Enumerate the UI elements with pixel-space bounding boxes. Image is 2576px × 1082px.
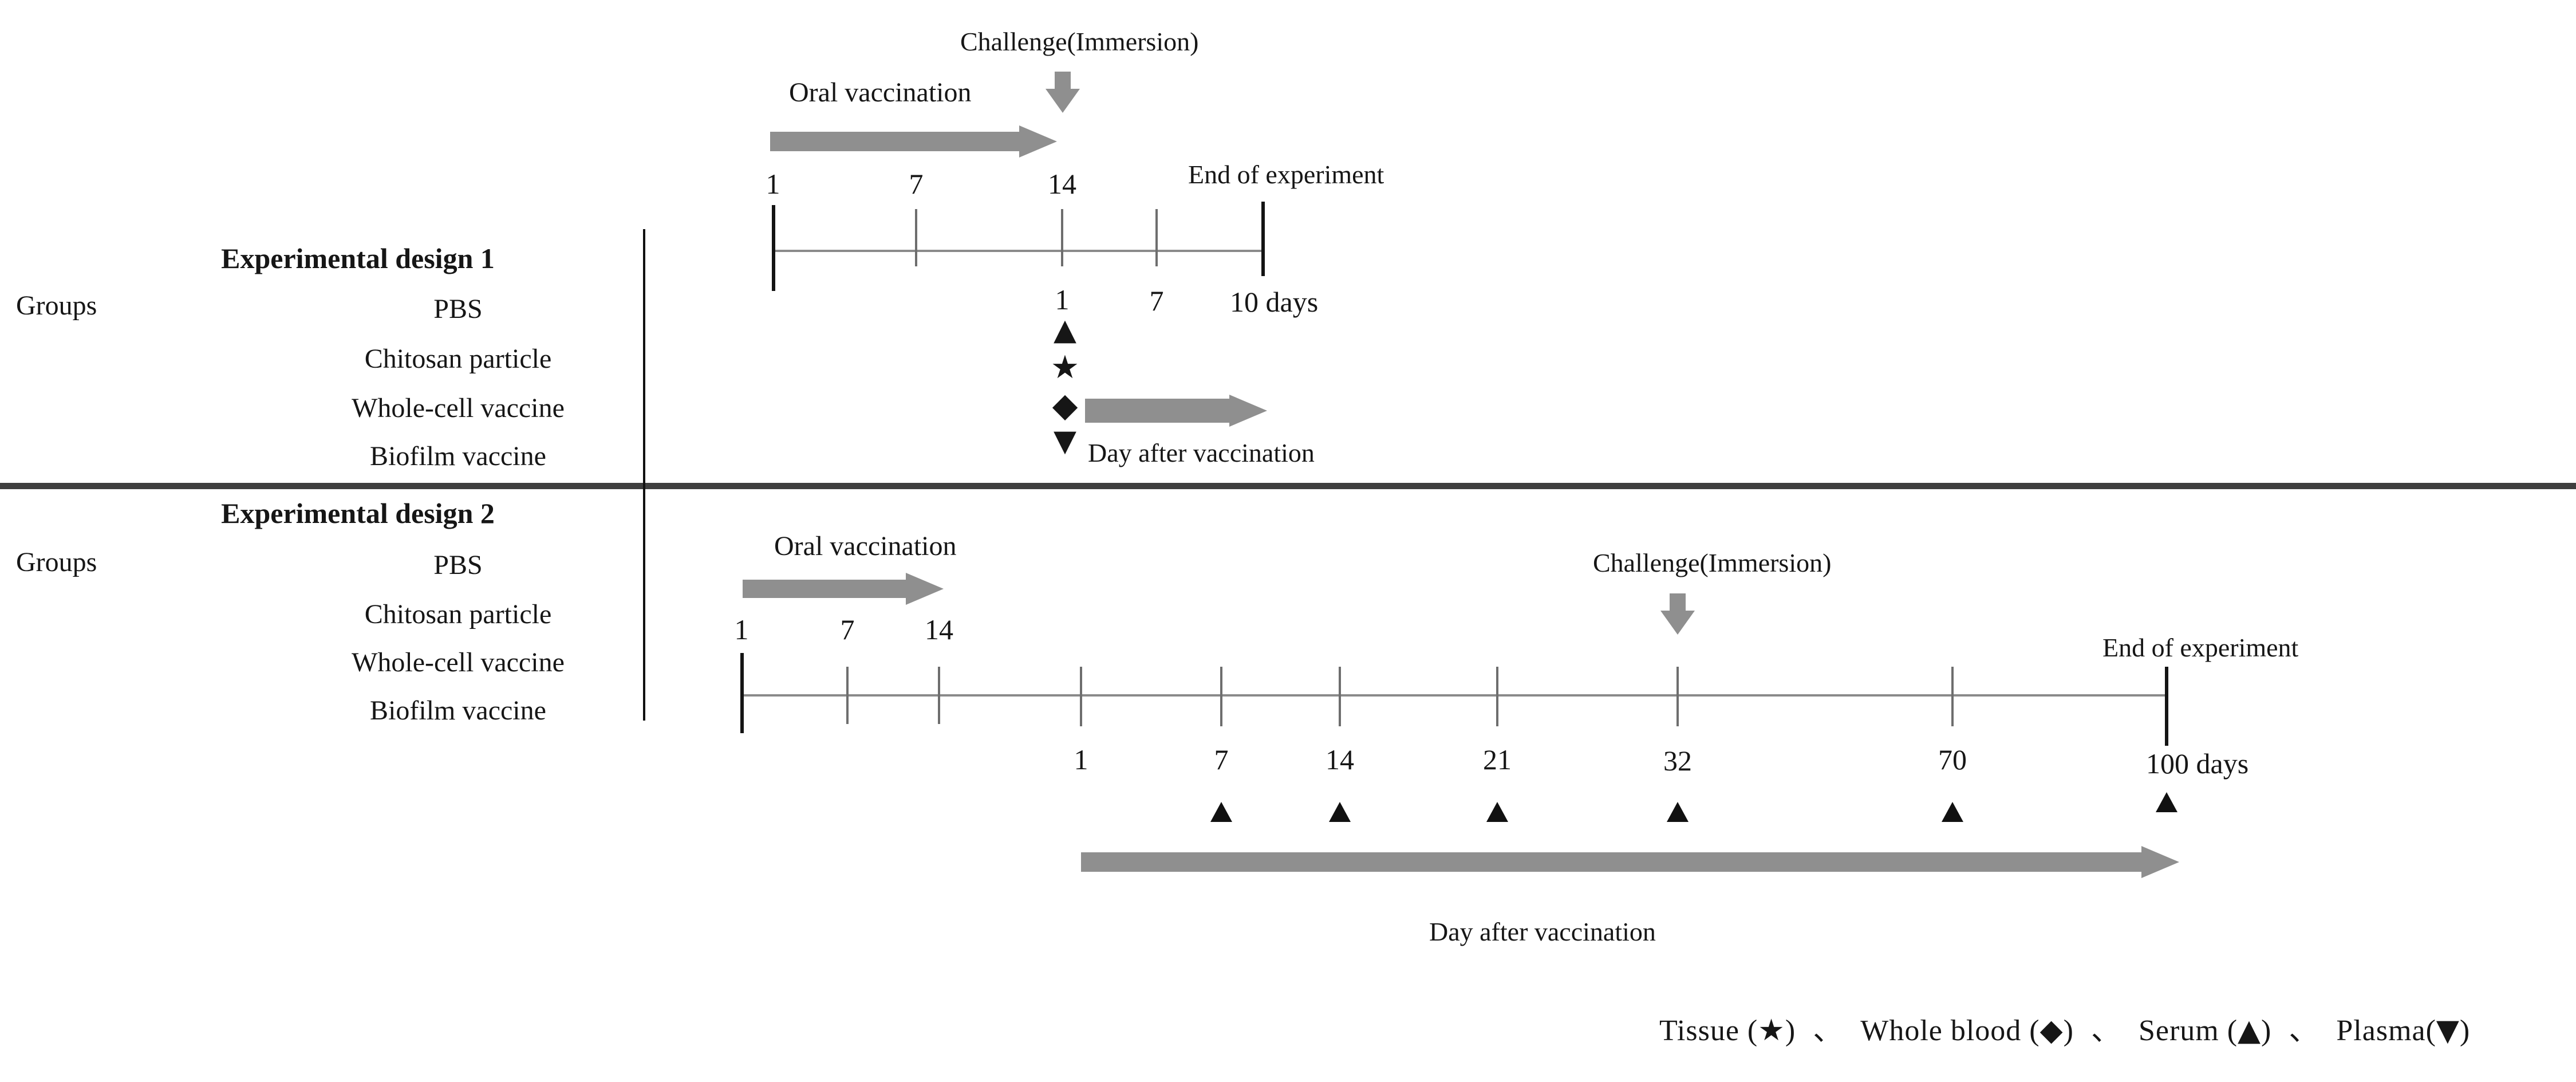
design1-post-end-label: 10 days <box>1230 286 1319 318</box>
design1-oral-vaccination-label: Oral vaccination <box>789 77 972 108</box>
legend-separator-2: 、 <box>2090 1014 2121 1047</box>
horizontal-divider-line <box>0 483 2576 489</box>
design2-tick-post32 <box>1676 667 1679 726</box>
design2-day-after-arrow <box>1081 852 2141 872</box>
legend-tissue-close: ) <box>1785 1014 1796 1047</box>
design1-group-pbs: PBS <box>433 294 483 324</box>
design2-end-of-experiment-label: End of experiment <box>2102 633 2299 662</box>
design2-vaccination-day-14: 14 <box>925 613 953 646</box>
design1-timeline-axis <box>773 250 1264 252</box>
design1-vaccination-day-14: 14 <box>1048 168 1076 200</box>
design1-plasma-downtriangle-icon: ▼ <box>1054 424 1076 458</box>
design1-group-biofilm: Biofilm vaccine <box>370 441 546 471</box>
design1-start-tick <box>772 205 775 291</box>
design1-challenge-arrowhead-icon <box>1046 89 1080 113</box>
design2-end-tick <box>2165 667 2168 746</box>
design2-day-after-label: Day after vaccination <box>1429 917 1656 946</box>
design2-tick-vacc14 <box>938 667 940 724</box>
design2-groups-label: Groups <box>16 547 97 577</box>
serum-triangle-marker-day100 <box>2156 792 2177 812</box>
legend-wholeblood-close: ) <box>2063 1014 2074 1047</box>
design2-group-wholecell: Whole-cell vaccine <box>352 647 565 678</box>
serum-triangle-marker-day7 <box>1210 802 1232 822</box>
legend-serum-close: ) <box>2261 1014 2272 1047</box>
design2-challenge-label: Challenge(Immersion) <box>1593 548 1832 577</box>
design1-serum-triangle-icon: ▲ <box>1054 313 1076 347</box>
design2-tick-vacc7 <box>846 667 849 724</box>
design2-group-chitosan: Chitosan particle <box>364 599 552 629</box>
design2-tick-post7 <box>1220 667 1222 726</box>
design2-sampling-day-14: 14 <box>1326 743 1354 776</box>
design2-vaccination-day-7: 7 <box>840 613 855 646</box>
design1-tick-day14 <box>1061 209 1063 266</box>
legend-separator-3: 、 <box>2289 1014 2319 1047</box>
plasma-downtriangle-icon: ▼ <box>2436 1013 2460 1048</box>
legend-plasma-label: Plasma( <box>2336 1014 2436 1047</box>
design2-title: Experimental design 2 <box>221 497 495 529</box>
tissue-star-icon: ★ <box>1758 1013 1785 1048</box>
design2-sampling-day-21: 21 <box>1483 743 1512 776</box>
design1-tissue-star-icon: ★ <box>1050 349 1080 386</box>
legend-plasma-close: ) <box>2459 1014 2471 1047</box>
design2-challenge-arrowhead-icon <box>1660 611 1695 635</box>
legend-tissue-label: Tissue ( <box>1659 1014 1758 1047</box>
design2-sampling-day-7: 7 <box>1214 743 1229 776</box>
sampling-legend: Tissue (★) 、 Whole blood (◆) 、 Serum (▲)… <box>1659 1006 2470 1049</box>
serum-triangle-marker-day14 <box>1329 802 1351 822</box>
design1-end-of-experiment-label: End of experiment <box>1188 160 1384 189</box>
design2-challenge-arrow-icon <box>1670 593 1686 613</box>
design1-day-after-label: Day after vaccination <box>1088 438 1315 467</box>
design2-sampling-day-70: 70 <box>1938 743 1967 776</box>
design2-sampling-day-32: 32 <box>1663 745 1692 777</box>
design1-group-wholecell: Whole-cell vaccine <box>352 393 565 423</box>
design1-vaccination-day-7: 7 <box>909 168 924 200</box>
design2-tick-post1 <box>1080 667 1082 726</box>
design1-oral-vaccination-arrow <box>770 132 1020 151</box>
design1-day-after-arrowhead-icon <box>1229 395 1267 427</box>
design1-groups-label: Groups <box>16 290 97 321</box>
design1-wholeblood-diamond-icon: ◆ <box>1052 385 1078 424</box>
design2-sampling-day-1: 1 <box>1074 743 1088 776</box>
design1-challenge-label: Challenge(Immersion) <box>960 27 1199 56</box>
design1-post-day-7: 7 <box>1149 285 1164 317</box>
legend-serum-label: Serum ( <box>2138 1014 2238 1047</box>
design1-end-tick <box>1261 202 1265 276</box>
design2-tick-post21 <box>1496 667 1498 726</box>
design1-challenge-arrow-icon <box>1055 72 1071 91</box>
design2-group-pbs: PBS <box>433 550 483 580</box>
legend-separator-1: 、 <box>1813 1014 1844 1047</box>
design1-day-after-arrow <box>1085 399 1229 423</box>
design1-title: Experimental design 1 <box>221 242 495 274</box>
design1-group-chitosan: Chitosan particle <box>364 344 552 374</box>
design1-vaccination-day-1: 1 <box>766 168 780 200</box>
design2-sampling-end-label: 100 days <box>2146 747 2249 780</box>
design2-oral-vaccination-arrowhead-icon <box>906 573 944 605</box>
design2-tick-post70 <box>1951 667 1954 726</box>
design2-vaccination-day-1: 1 <box>734 613 749 646</box>
serum-triangle-marker-day70 <box>1942 802 1963 822</box>
design2-group-biofilm: Biofilm vaccine <box>370 695 546 726</box>
design1-tick-day7 <box>915 209 917 266</box>
design1-post-day-1: 1 <box>1055 284 1070 316</box>
design2-timeline-axis <box>741 694 2167 697</box>
legend-wholeblood-label: Whole blood ( <box>1860 1014 2040 1047</box>
design2-oral-vaccination-arrow <box>743 580 906 598</box>
design2-oral-vaccination-label: Oral vaccination <box>774 531 957 561</box>
design1-tick-post7 <box>1155 209 1158 266</box>
design2-tick-post14 <box>1339 667 1341 726</box>
design2-day-after-arrowhead-icon <box>2141 846 2179 878</box>
serum-triangle-icon: ▲ <box>2238 1013 2262 1048</box>
design1-oral-vaccination-arrowhead-icon <box>1019 125 1057 158</box>
serum-triangle-marker-day21 <box>1486 802 1508 822</box>
vertical-separator-line <box>643 229 645 721</box>
serum-triangle-marker-day32 <box>1667 802 1689 822</box>
wholeblood-diamond-icon: ◆ <box>2040 1013 2064 1048</box>
design2-start-tick <box>740 653 744 733</box>
